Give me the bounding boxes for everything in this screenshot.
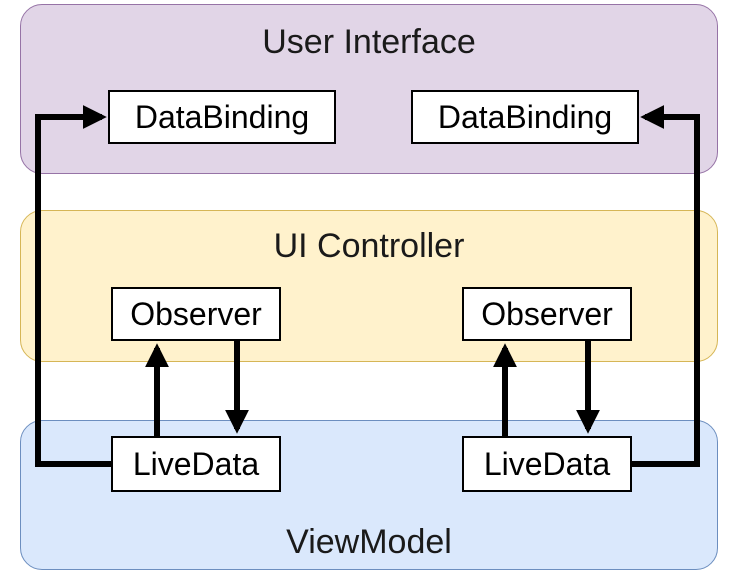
user-interface-title: User Interface <box>262 23 476 61</box>
databinding-left-node: DataBinding <box>108 90 336 144</box>
databinding-right-node: DataBinding <box>411 90 639 144</box>
user-interface-layer: User Interface <box>20 4 718 174</box>
observer-right-node: Observer <box>462 287 632 341</box>
livedata-right-node: LiveData <box>462 436 632 492</box>
view-model-title: ViewModel <box>286 523 452 561</box>
observer-left-node: Observer <box>111 287 281 341</box>
livedata-left-node: LiveData <box>111 436 281 492</box>
ui-controller-title: UI Controller <box>273 227 465 265</box>
view-model-layer: ViewModel <box>20 420 718 570</box>
